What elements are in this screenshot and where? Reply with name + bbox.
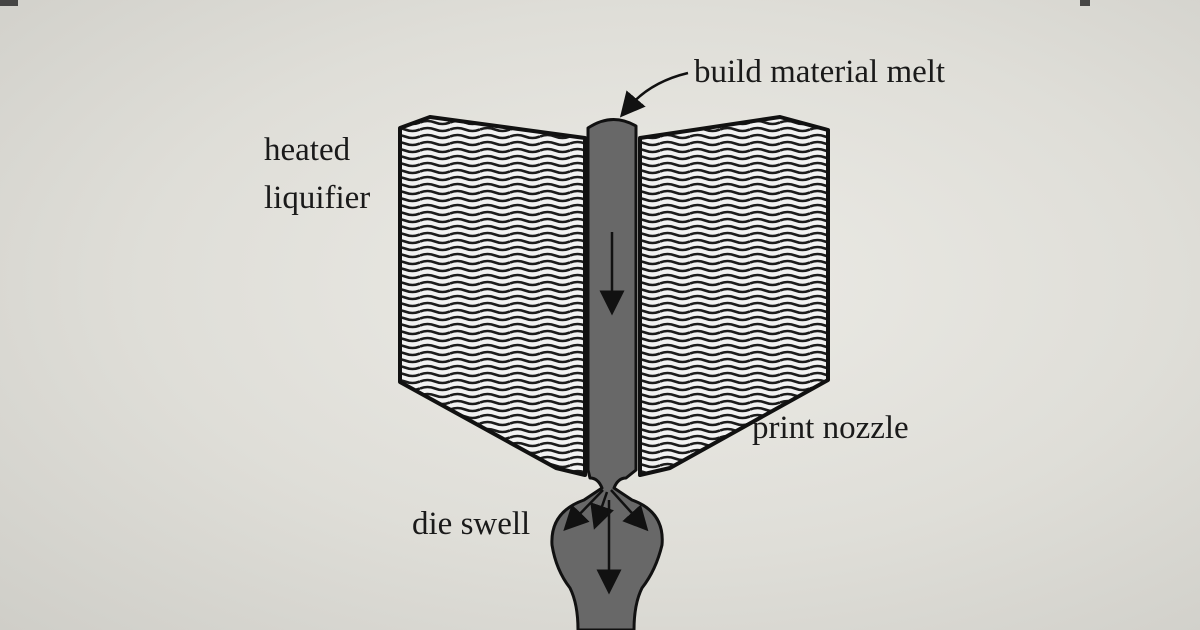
label-heated: heated (264, 132, 351, 168)
liquifier-left-half (398, 115, 587, 477)
melt-pointer-arrow (619, 71, 689, 118)
label-print-nozzle: print nozzle (752, 410, 909, 446)
label-build-material-melt: build material melt (694, 54, 946, 90)
label-die-swell: die swell (412, 506, 531, 542)
die-swell-arrows (563, 489, 649, 595)
label-liquifier: liquifier (264, 180, 371, 216)
cropped-top-strokes (0, 0, 1090, 6)
liquifier-right-half (638, 115, 830, 477)
